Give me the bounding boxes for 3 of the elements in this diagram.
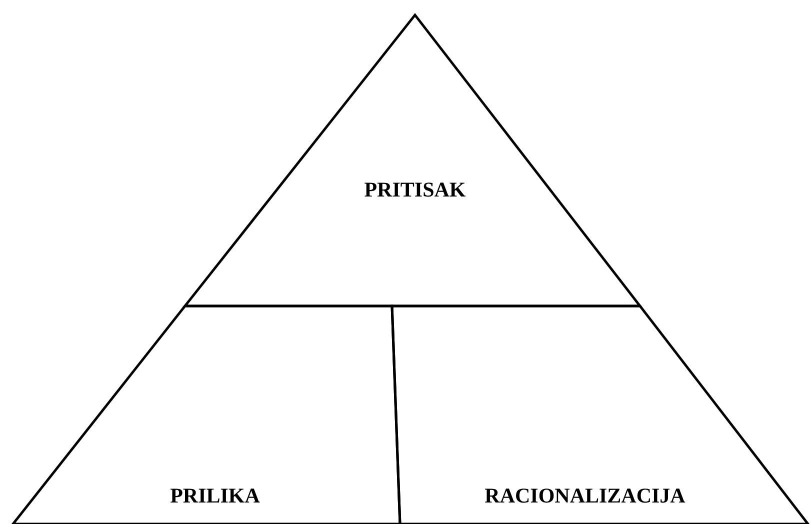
segment-label: RACIONALIZACIJA (484, 484, 686, 508)
segment-label: PRILIKA (170, 484, 260, 508)
segment-label: PRITISAK (364, 178, 466, 202)
